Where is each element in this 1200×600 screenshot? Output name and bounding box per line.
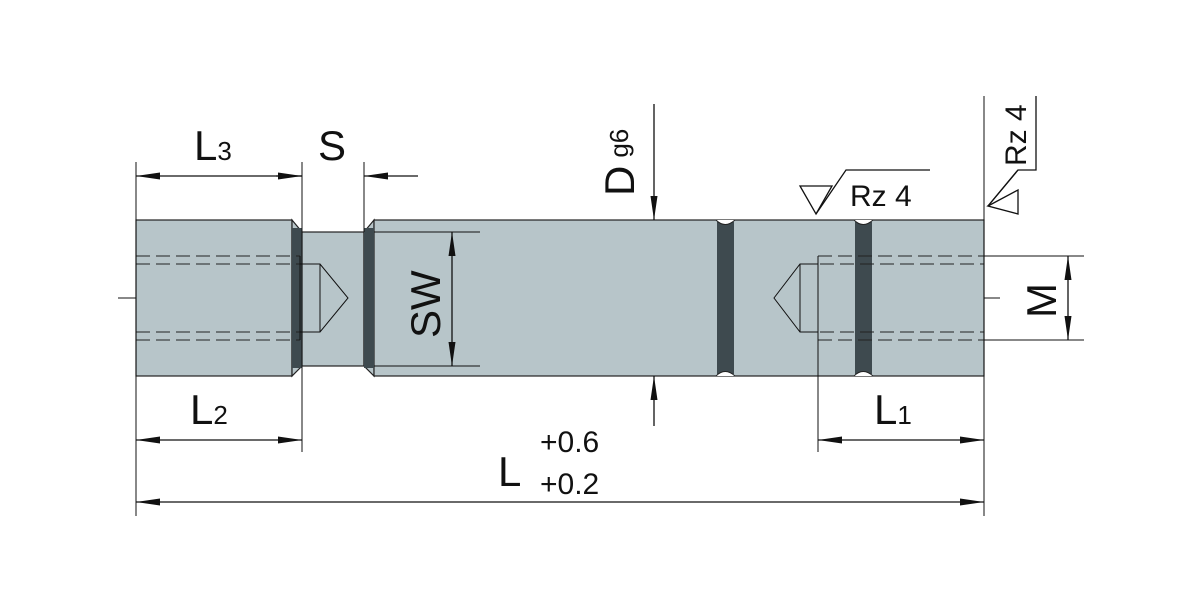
label-tolerance-upper: +0.6	[540, 426, 599, 459]
label-rz-mid: Rz 4	[850, 180, 912, 213]
shaft-left-section	[135, 219, 293, 377]
shaft-neck	[301, 231, 365, 367]
label-sw: SW	[402, 270, 449, 338]
groove-ring-1	[717, 222, 734, 374]
hidden-drill-tip-left	[300, 263, 349, 333]
label-rz-top: Rz 4	[1000, 104, 1033, 166]
label-l3: L3	[194, 122, 232, 169]
surface-finish-symbol-top	[986, 96, 1037, 215]
groove-band-left	[292, 228, 302, 368]
label-tolerance-lower: +0.2	[540, 468, 599, 501]
groove-ring-2	[855, 222, 872, 374]
groove-band-neck	[364, 228, 374, 368]
groove-notch-2-bottom	[853, 371, 874, 377]
label-d: Dg6	[596, 129, 643, 196]
label-l2: L2	[190, 386, 228, 433]
surface-finish-symbol-mid	[798, 169, 930, 216]
hidden-drill-tip-right	[773, 263, 818, 333]
groove-notch-2-top	[853, 219, 874, 225]
groove-notch-1-bottom	[715, 371, 736, 377]
shaft-main-section	[373, 219, 985, 377]
label-s: S	[318, 122, 346, 169]
label-m: M	[1018, 283, 1065, 318]
groove-notch-1-top	[715, 219, 736, 225]
shaft-body	[135, 218, 985, 378]
label-l1: L1	[874, 386, 912, 433]
label-l: L	[498, 448, 521, 495]
